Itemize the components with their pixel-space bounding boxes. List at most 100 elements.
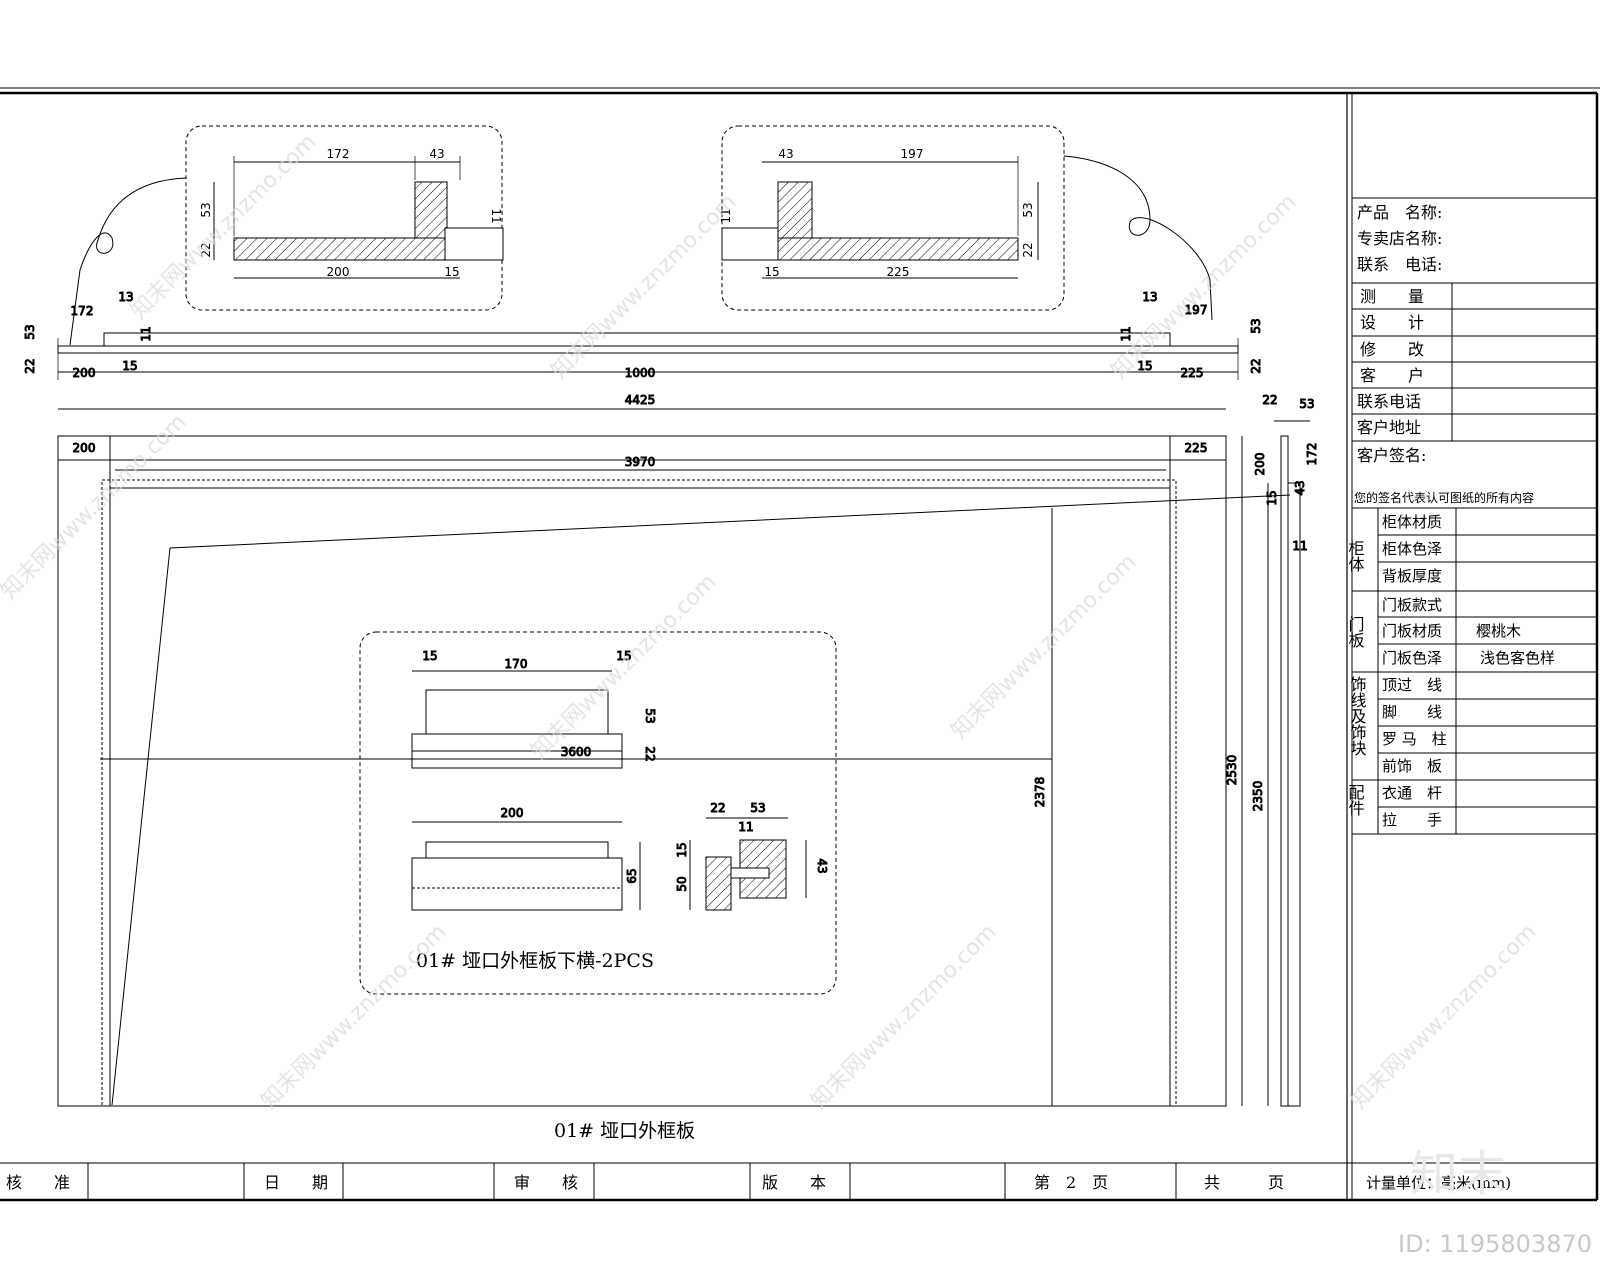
top-strip: 172 13 53 22 11 200 15 1000 13 197 53 22… — [23, 290, 1264, 381]
dim-label: 15 — [675, 842, 689, 857]
approve-label: 核 准 — [6, 1173, 70, 1192]
dim-label: 15 — [422, 649, 437, 663]
dim-label: 15 — [1137, 359, 1152, 373]
watermark-text: 知末网www.znzmo.com — [1347, 919, 1542, 1114]
fittings-group-label: 配件 — [1346, 784, 1365, 816]
front-panel-label: 前饰 板 — [1382, 757, 1442, 775]
dim-3600: 3600 — [561, 745, 592, 759]
dim-label: 43 — [429, 147, 444, 161]
dim-label: 22 — [710, 801, 725, 815]
dim-label: 200 — [1253, 453, 1267, 476]
watermark-logo: 知末 — [1410, 1146, 1506, 1202]
version-label: 版 本 — [762, 1173, 826, 1192]
dim-label: 170 — [505, 657, 528, 671]
design-label: 设 计 — [1360, 313, 1424, 332]
customer-signature-label: 客户签名: — [1357, 446, 1426, 465]
hanging-rod-label: 衣通 杆 — [1382, 784, 1442, 802]
dim-label: 11 — [139, 326, 153, 341]
customer-phone-label: 联系电话 — [1357, 392, 1421, 411]
dim-label: 53 — [643, 708, 657, 723]
signature-note: 您的签名代表认可图纸的所有内容 — [1354, 490, 1534, 505]
door-material-value: 樱桃木 — [1476, 622, 1521, 640]
cabinet-group-label: 柜体 — [1346, 540, 1365, 572]
bottom-bar — [87, 1163, 1177, 1200]
dim-label: 172 — [1305, 443, 1319, 466]
dim-label: 11 — [489, 208, 503, 223]
dim-label: 15 — [1265, 490, 1279, 505]
dim-label: 11 — [1292, 539, 1307, 553]
dim-label: 225 — [887, 265, 910, 279]
dim-label: 11 — [738, 820, 753, 834]
watermark-text: 知末网www.znzmo.com — [1107, 189, 1302, 384]
dim-label: 225 — [1185, 441, 1208, 455]
dim-2350: 2350 — [1251, 781, 1265, 812]
page-label: 第 2 页 — [1034, 1173, 1108, 1192]
back-thickness-label: 背板厚度 — [1382, 567, 1442, 585]
store-name-label: 专卖店名称: — [1357, 229, 1442, 248]
dim-label: 53 — [750, 801, 765, 815]
review-label: 审 核 — [514, 1173, 578, 1192]
roman-column-label: 罗 马 柱 — [1382, 730, 1447, 748]
top-left-detail: 172 43 53 22 11 200 15 — [69, 125, 504, 346]
modify-label: 修 改 — [1360, 340, 1424, 359]
dim-label: 15 — [764, 265, 779, 279]
dim-label: 53 — [1299, 397, 1314, 411]
title-block-text: 产品 名称: 专卖店名称: 联系 电话: 测 量 设 计 修 改 客 户 联系电… — [1346, 203, 1556, 829]
door-color-label: 门板色泽 — [1382, 649, 1442, 667]
door-group-label: 门板 — [1346, 616, 1365, 648]
dim-label: 11 — [719, 208, 733, 223]
door-style-label: 门板款式 — [1382, 596, 1442, 614]
side-section: 22 53 200 172 43 15 11 2350 — [1251, 393, 1320, 1107]
watermark-text: 知末网www.znzmo.com — [807, 919, 1002, 1114]
dim-label: 200 — [73, 441, 96, 455]
top-right-detail: 43 197 11 53 22 15 225 — [719, 125, 1213, 321]
dim-label: 13 — [1142, 290, 1157, 304]
contact-phone-label: 联系 电话: — [1357, 255, 1442, 274]
watermark-text: 知末网www.znzmo.com — [547, 189, 742, 384]
dim-label: 22 — [643, 746, 657, 761]
bottom-bar-text: 核 准 日 期 审 核 版 本 第 2 页 共 页 计量单位：毫米(mm) — [6, 1173, 1511, 1192]
watermark-id: ID: 1195803870 — [1398, 1230, 1592, 1258]
drawing-border — [0, 87, 1600, 1202]
dim-label: 225 — [1181, 366, 1204, 380]
watermark-text: 知末网www.znzmo.com — [527, 569, 722, 764]
dim-4425: 4425 — [625, 393, 656, 407]
watermark-text: 知末网www.znzmo.com — [947, 549, 1142, 744]
detail-caption: 01# 垭口外框板下横-2PCS — [416, 950, 654, 972]
date-label: 日 期 — [264, 1173, 328, 1192]
dim-label: 200 — [73, 366, 96, 380]
dim-label: 11 — [1119, 326, 1133, 341]
dim-label: 15 — [616, 649, 631, 663]
dim-label: 22 — [23, 358, 37, 373]
dim-3970: 3970 — [625, 455, 656, 469]
dim-label: 43 — [1293, 480, 1307, 495]
dim-label: 43 — [778, 147, 793, 161]
dim-label: 22 — [1021, 242, 1035, 257]
dim-label: 197 — [1185, 303, 1208, 317]
dim-label: 200 — [501, 806, 524, 820]
title-block — [1352, 197, 1597, 835]
unit-label: 计量单位：毫米(mm) — [1366, 1174, 1511, 1192]
dim-label: 53 — [1249, 318, 1263, 333]
dim-label: 65 — [625, 868, 639, 883]
dim-2530: 2530 — [1225, 755, 1239, 786]
dim-label: 22 — [199, 242, 213, 257]
total-pages-label: 共 页 — [1204, 1173, 1284, 1192]
dim-label: 43 — [815, 858, 829, 873]
watermark-text: 知末网www.znzmo.com — [127, 129, 322, 324]
customer-label: 客 户 — [1360, 366, 1424, 385]
dim-label: 53 — [23, 324, 37, 339]
dim-label: 53 — [199, 202, 213, 217]
dim-label: 50 — [675, 876, 689, 891]
watermark-text: 知末网www.znzmo.com — [0, 409, 191, 604]
handle-label: 拉 手 — [1382, 811, 1442, 829]
cabinet-color-label: 柜体色泽 — [1382, 540, 1442, 558]
dim-label: 15 — [122, 359, 137, 373]
center-detail: 15 170 15 53 22 3600 200 65 22 53 11 15 … — [359, 631, 837, 995]
dim-label: 200 — [327, 265, 350, 279]
dim-label: 1000 — [625, 366, 656, 380]
dim-label: 22 — [1262, 393, 1277, 407]
dim-label: 22 — [1249, 358, 1263, 373]
main-caption: 01# 垭口外框板 — [554, 1120, 695, 1142]
